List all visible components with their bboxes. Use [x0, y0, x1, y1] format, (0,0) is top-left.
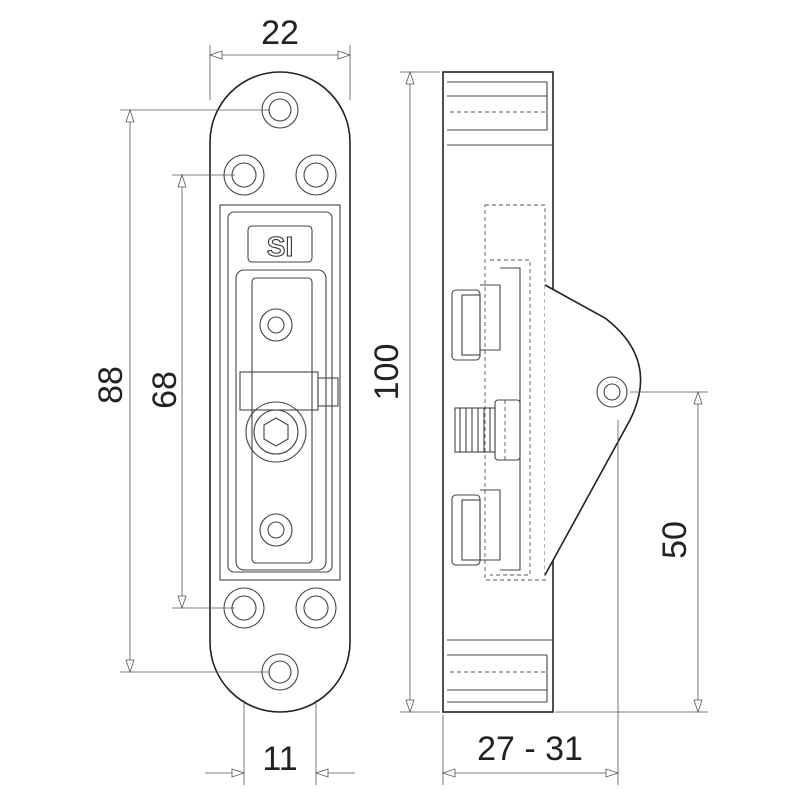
dimension-depth: 27 - 31 — [441, 420, 620, 785]
lower-pin — [451, 494, 481, 566]
dimension-side-height-label: 100 — [368, 344, 406, 401]
svg-text:SI: SI — [267, 231, 293, 262]
dimension-depth-label: 27 - 31 — [477, 730, 583, 768]
adjuster-screw-bottom — [259, 513, 293, 547]
dimension-hole-spacing: 68 — [146, 173, 235, 610]
dimension-side-height: 100 — [368, 70, 440, 714]
adjuster-screw-top — [259, 308, 293, 342]
front-plate-outline — [209, 71, 351, 713]
front-view: SI — [209, 71, 351, 713]
front-insert — [227, 211, 333, 573]
dimension-outer-height: 88 — [92, 108, 270, 674]
side-body — [442, 71, 554, 713]
dimension-pivot-height-label: 50 — [656, 521, 694, 559]
upper-pin — [451, 289, 481, 361]
dimension-bottom-width-label: 11 — [262, 740, 297, 778]
pivot-bracket — [544, 284, 642, 576]
threaded-screw — [454, 399, 521, 461]
dimension-top-width: 22 — [208, 14, 352, 100]
front-recess — [219, 204, 341, 581]
adjuster-carriage — [235, 269, 327, 571]
dimension-pivot-height: 50 — [555, 390, 708, 714]
dimension-bottom-width: 11 — [205, 700, 355, 785]
dimension-hole-spacing-label: 68 — [146, 371, 184, 409]
screw-hole-lower-right — [295, 587, 337, 629]
dimension-outer-height-label: 88 — [92, 366, 130, 404]
dimension-top-width-label: 22 — [261, 14, 299, 52]
hex-socket-screw — [245, 401, 307, 463]
pivot-hole — [596, 376, 628, 408]
screw-hole-upper-right — [295, 154, 337, 196]
side-view — [442, 71, 642, 713]
brand-logo: SI — [247, 225, 313, 263]
